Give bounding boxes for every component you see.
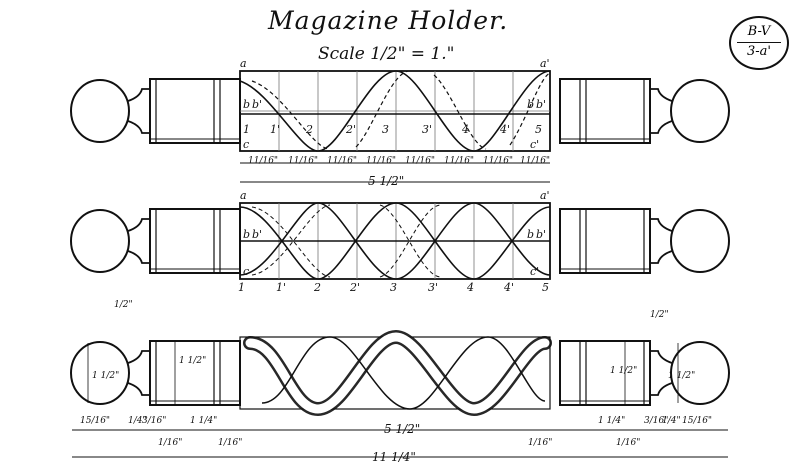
v2-station-4: 4: [466, 281, 474, 294]
v2-station-3p: 3': [428, 281, 438, 294]
v3-diam-left-body: 1 1/2": [179, 356, 206, 366]
v1-seg-dim-1: 11/16": [248, 156, 278, 166]
v3-dim-left-1-4: 1/4": [128, 416, 147, 426]
v1-station-5: 5: [535, 123, 542, 136]
v1-seg-dim-2: 11/16": [288, 156, 318, 166]
v2-label-c-prime: c': [530, 265, 539, 278]
v1-seg-dim-8: 11/16": [520, 156, 550, 166]
plate-badge: B-V 3-a': [729, 16, 789, 70]
v1-seg-dim-7: 11/16": [483, 156, 513, 166]
v1-label-c: c: [243, 138, 249, 151]
v1-label-b-right: b: [527, 98, 534, 111]
v3-top-dim-left: 1/2": [114, 300, 133, 310]
v1-label-c-prime: c': [530, 138, 539, 151]
v1-seg-dim-3: 11/16": [327, 156, 357, 166]
v3-dim-left-3-16: 3/16": [142, 416, 166, 426]
plate-divider: [737, 42, 781, 43]
v3-diam-left: 1 1/2": [92, 371, 119, 381]
v3-dim-right-15-16: 15/16": [682, 416, 712, 426]
v3-dim-right-1-1-4: 1 1/4": [598, 416, 625, 426]
v3-diam-right: 1 1/2": [668, 371, 695, 381]
v1-station-1p: 1': [270, 123, 280, 136]
v1-seg-dim-6: 11/16": [444, 156, 474, 166]
v1-station-2p: 2': [345, 123, 356, 136]
v2-label-b-prime-right: b': [536, 228, 546, 241]
v2-label-b: b: [243, 228, 250, 241]
v1-label-b-prime-right: b': [536, 98, 546, 111]
view-3-finished: 1 1/2" 1 1/2" 1 1/2" 1 1/2" 1/2" 1/2" 15…: [70, 300, 729, 464]
v3-dim-left-1-16: 1/16": [158, 438, 182, 448]
v2-station-1: 1: [238, 281, 245, 294]
plate-sheet: 3-a': [747, 44, 771, 59]
v1-station-2: 2: [305, 123, 313, 136]
v1-seg-dim-4: 11/16": [366, 156, 396, 166]
v1-label-b-prime: b': [252, 98, 262, 111]
v2-station-1p: 1': [276, 281, 286, 294]
v2-station-3: 3: [390, 281, 397, 294]
scale-note: Scale 1/2" = 1.": [318, 44, 455, 64]
v2-label-a-prime: a': [540, 189, 550, 202]
v1-label-b: b: [243, 98, 250, 111]
v3-dim-right-3-16: 3/16": [644, 416, 668, 426]
v3-dim-right-1-16b: 1/16": [616, 438, 640, 448]
v3-dim-right-1-4: 1/4": [662, 416, 681, 426]
v1-overall-dim: 5 1/2": [368, 174, 404, 188]
v2-label-a: a: [240, 189, 247, 202]
view-2-construction: a a' b b' b b' c c' 1 1' 2 2' 3 3' 4 4' …: [70, 189, 729, 294]
v3-dim-left-1-16b: 1/16": [218, 438, 242, 448]
v3-dim-left-15-16: 15/16": [80, 416, 110, 426]
v1-station-3p: 3': [422, 123, 432, 136]
drawing-title: Magazine Holder.: [268, 6, 509, 35]
v2-station-5: 5: [542, 281, 549, 294]
v3-overall-dim: 11 1/4": [372, 450, 416, 464]
v3-diam-right-body: 1 1/2": [610, 366, 637, 376]
v3-dim-right-1-16: 1/16": [528, 438, 552, 448]
v2-label-b-right: b: [527, 228, 534, 241]
plate-number: B-V: [747, 24, 771, 39]
v3-center-dim: 5 1/2": [384, 422, 420, 436]
v1-label-a: a: [240, 57, 247, 70]
v2-label-c: c: [243, 265, 249, 278]
v1-station-3: 3: [382, 123, 389, 136]
v1-station-4: 4: [461, 123, 469, 136]
v1-seg-dim-5: 11/16": [405, 156, 435, 166]
v2-station-2p: 2': [349, 281, 360, 294]
v3-dim-left-1-1-4: 1 1/4": [190, 416, 217, 426]
v1-label-a-prime: a': [540, 57, 550, 70]
v1-station-1: 1: [243, 123, 250, 136]
v3-top-dim-right: 1/2": [650, 310, 669, 320]
v2-label-b-prime: b': [252, 228, 262, 241]
v2-station-2: 2: [313, 281, 321, 294]
v2-station-4p: 4': [503, 281, 514, 294]
v1-station-4p: 4': [499, 123, 510, 136]
view-1-layout: a a' b b' b b' c c' 1 1' 2 2' 3 3' 4 4' …: [70, 57, 729, 188]
